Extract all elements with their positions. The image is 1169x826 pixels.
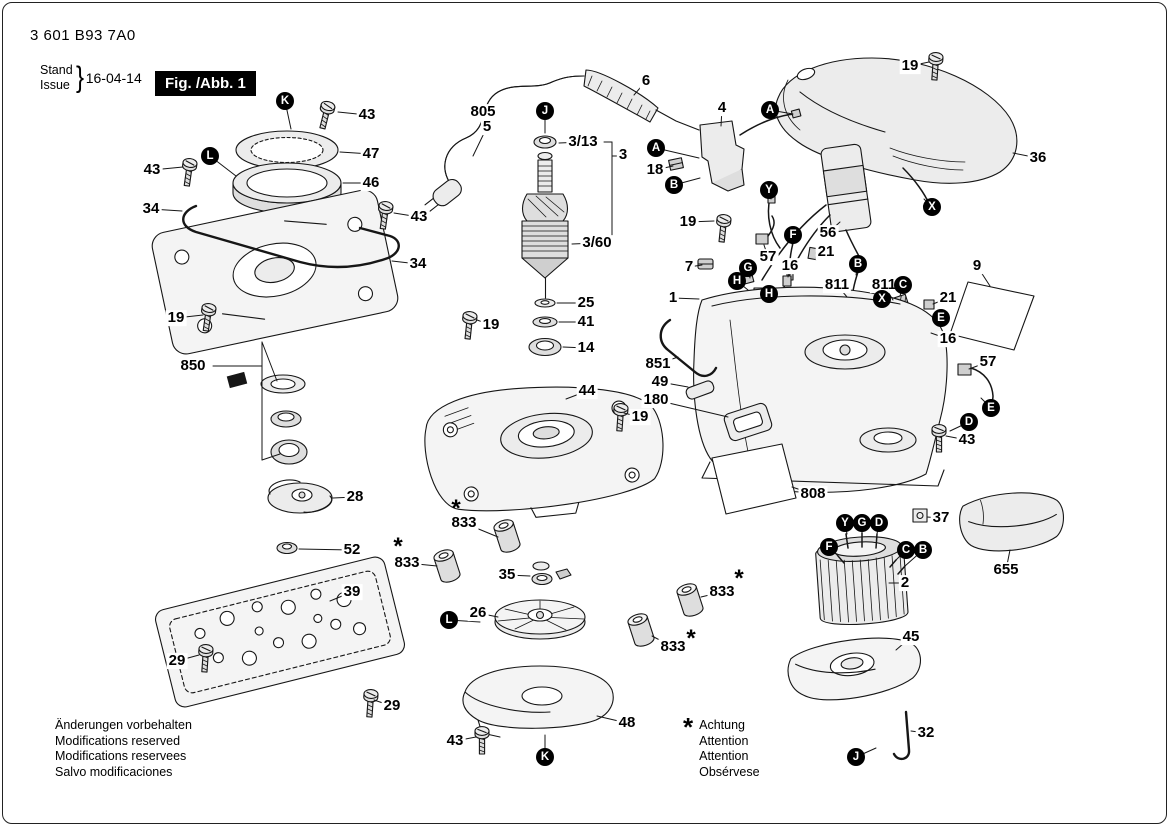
attention-es: Obsérvese [699, 764, 760, 779]
leader-line [899, 284, 904, 297]
leader-line [651, 635, 674, 648]
notice-en: Modifications reserved [55, 733, 181, 748]
attention-en: Attention [699, 733, 749, 748]
leader-line [261, 341, 278, 382]
leader-line [904, 549, 924, 567]
leader-line [633, 80, 647, 96]
sticker-808 [711, 443, 797, 515]
cord-protector-sleeve [583, 69, 700, 131]
mains-plug [424, 178, 462, 212]
leader-line [562, 346, 587, 349]
issue-block: Stand Issue } 16-04-14 [40, 61, 142, 95]
power-cord [424, 75, 585, 212]
notice-de: Änderungen vorbehalten [55, 718, 192, 732]
leader-line [945, 435, 968, 441]
leader-line [763, 244, 769, 258]
leader-line [657, 356, 679, 365]
leader-line [687, 220, 715, 223]
bottom-cover-45 [787, 637, 922, 701]
leader-line [150, 208, 183, 212]
lower-fan-cover [462, 665, 614, 738]
leader-line [406, 562, 438, 567]
leader-line [337, 111, 368, 116]
leader-line [339, 151, 372, 155]
leader-line [932, 297, 949, 305]
wire-clip-32 [892, 710, 911, 761]
handle-top-cover [775, 57, 1018, 184]
sticker-9 [949, 281, 1035, 351]
leader-line [659, 381, 689, 388]
leader-line [980, 397, 992, 409]
leader-line [949, 421, 970, 432]
cover-plate-180 [723, 402, 773, 442]
figure-label: Fig. /Abb. 1 [155, 71, 256, 96]
leader-line [910, 730, 927, 734]
stator-lead-wires [837, 532, 906, 575]
leader-line [284, 100, 292, 130]
clamp-frame-ring [232, 130, 342, 214]
leader-line [855, 747, 877, 758]
leader-line [209, 155, 237, 177]
leader-line [391, 260, 419, 265]
leader-line [558, 141, 584, 144]
switch-nut [668, 157, 684, 171]
leader-line [596, 715, 628, 724]
leader-line [448, 619, 481, 623]
retaining-bail-wire [182, 204, 400, 269]
leader-line [298, 548, 353, 551]
sanding-base-plate [154, 556, 406, 708]
leader-line [571, 242, 598, 245]
leader-line [844, 522, 848, 535]
housing-bail-wire [659, 318, 718, 378]
leader-line [672, 297, 700, 300]
leader-line [151, 166, 184, 171]
attention-fr: Attention [699, 749, 749, 763]
field-stator [815, 536, 909, 626]
leader-line [1012, 152, 1039, 159]
stand-label: Stand [40, 63, 73, 77]
leader-line [968, 361, 989, 370]
top-housing-plate [151, 189, 399, 355]
leader-line [373, 699, 393, 707]
switch-module [699, 120, 745, 192]
attention-star-legend: * [683, 712, 694, 742]
attention-legend: * Achtung Attention Attention Obsérvese [683, 712, 760, 780]
leader-line [506, 574, 531, 577]
leader-line [472, 126, 488, 157]
modification-notices: Änderungen vorbehalten Modifications res… [55, 718, 192, 780]
intermediate-housing [424, 386, 664, 518]
electronic-module [820, 143, 872, 233]
leader-line [1005, 549, 1011, 571]
leader-line [926, 516, 942, 519]
leader-line [476, 319, 492, 326]
issue-label: Issue [40, 78, 70, 92]
leader-line [332, 496, 356, 499]
notice-es: Salvo modificaciones [55, 764, 173, 779]
leader-line [673, 177, 701, 186]
fan-wheel [494, 599, 586, 640]
attention-de: Achtung [699, 718, 745, 732]
leader-line [463, 522, 499, 538]
notice-fr: Modifications reservees [55, 749, 187, 763]
leader-line [261, 453, 281, 461]
clamp-piece [685, 380, 715, 400]
leader-line [393, 212, 420, 218]
lock-nut [276, 541, 298, 555]
grip-pad-655 [959, 492, 1065, 552]
armature-assembly [521, 135, 569, 299]
document-part-number: 3 601 B93 7A0 [30, 27, 136, 44]
brace-glyph: } [75, 61, 84, 94]
leader-line [454, 736, 477, 742]
spindle-parts [531, 561, 572, 586]
leader-line [655, 147, 700, 159]
leader-line [976, 265, 991, 287]
eccentric-impeller [267, 479, 333, 514]
leader-line [700, 591, 723, 598]
bearing-seal-stack [226, 371, 308, 465]
issue-date: 16-04-14 [85, 70, 142, 86]
shaft-washers [528, 298, 562, 357]
leader-line [876, 522, 880, 535]
